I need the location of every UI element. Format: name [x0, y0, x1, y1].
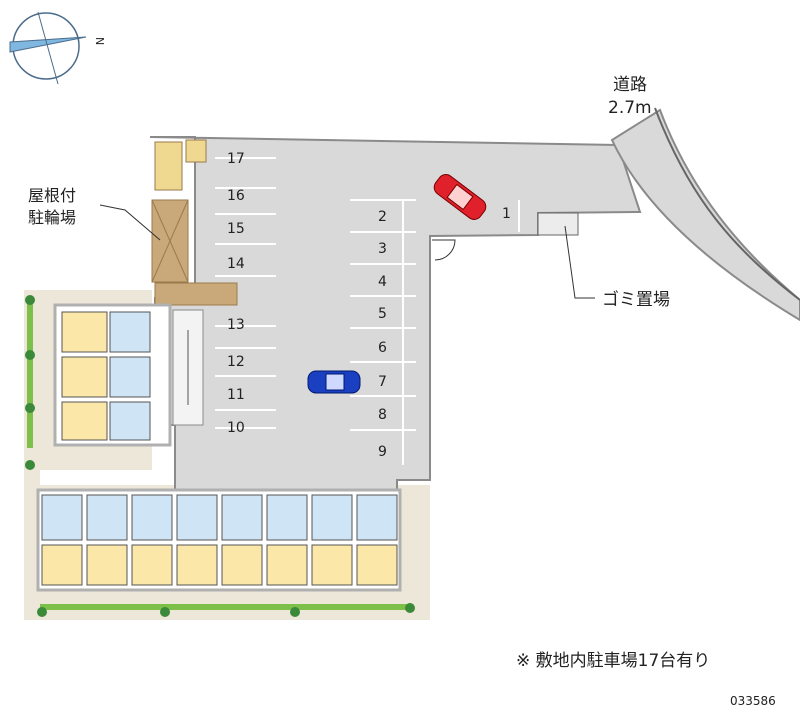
- gate-mark: [432, 239, 456, 261]
- parking-spot-number: 15: [227, 221, 245, 237]
- south-building: [36, 488, 402, 592]
- shed-unit-a: [154, 141, 183, 191]
- tree: [160, 607, 170, 617]
- east-stall-lines: [350, 199, 416, 431]
- west-building: [53, 303, 172, 447]
- tree: [25, 460, 35, 470]
- bike-shed-label-2: 駐輪場: [28, 208, 76, 227]
- tree: [25, 295, 35, 305]
- property-code: 033586: [730, 694, 776, 708]
- shed-unit-b: [185, 139, 207, 163]
- bike-shed-x2: [151, 199, 189, 283]
- parking-spot-number: 1: [502, 206, 511, 222]
- road: [610, 108, 800, 322]
- bike-shed-leader: [99, 204, 161, 241]
- red-car: [433, 174, 487, 220]
- parking-spot-number: 5: [378, 306, 387, 322]
- garbage-leader: [564, 225, 595, 299]
- parking-spot-number: 9: [378, 444, 387, 460]
- road-edge: [654, 107, 800, 301]
- tree: [37, 607, 47, 617]
- parking-spot-number: 6: [378, 340, 387, 356]
- parking-spot-number: 2: [378, 209, 387, 225]
- parking-spot-number: 16: [227, 188, 245, 204]
- parking-spot-number: 10: [227, 420, 245, 436]
- tree: [25, 350, 35, 360]
- parking-spot-number: 17: [227, 151, 245, 167]
- west-stall-lines: [215, 157, 276, 429]
- tree: [290, 607, 300, 617]
- road-name-label: 道路: [613, 75, 647, 95]
- hedge-west: [27, 298, 33, 448]
- compass-north-letter: N: [93, 37, 106, 45]
- compass: [9, 11, 87, 85]
- parking-spot-number: 8: [378, 407, 387, 423]
- tree: [405, 603, 415, 613]
- parking-spot-number: 4: [378, 274, 387, 290]
- parking-note: ※ 敷地内駐車場17台有り: [516, 651, 710, 671]
- bike-rack: [154, 282, 238, 306]
- parking-spot-number: 11: [227, 387, 245, 403]
- parking-spot-number: 7: [378, 374, 387, 390]
- tree: [25, 403, 35, 413]
- road-width-label: 2.7m: [608, 98, 652, 118]
- hedge-south: [40, 604, 410, 610]
- garbage-area: [537, 212, 579, 236]
- parking-spot-number: 3: [378, 241, 387, 257]
- parking-spot-number: 14: [227, 256, 245, 272]
- parking-spot-number: 13: [227, 317, 245, 333]
- garbage-label: ゴミ置場: [602, 289, 670, 310]
- bike-shed-label-1: 屋根付: [28, 186, 76, 205]
- parking-spot-number: 12: [227, 354, 245, 370]
- parking-lot: [149, 136, 642, 498]
- blue-car: [307, 370, 361, 394]
